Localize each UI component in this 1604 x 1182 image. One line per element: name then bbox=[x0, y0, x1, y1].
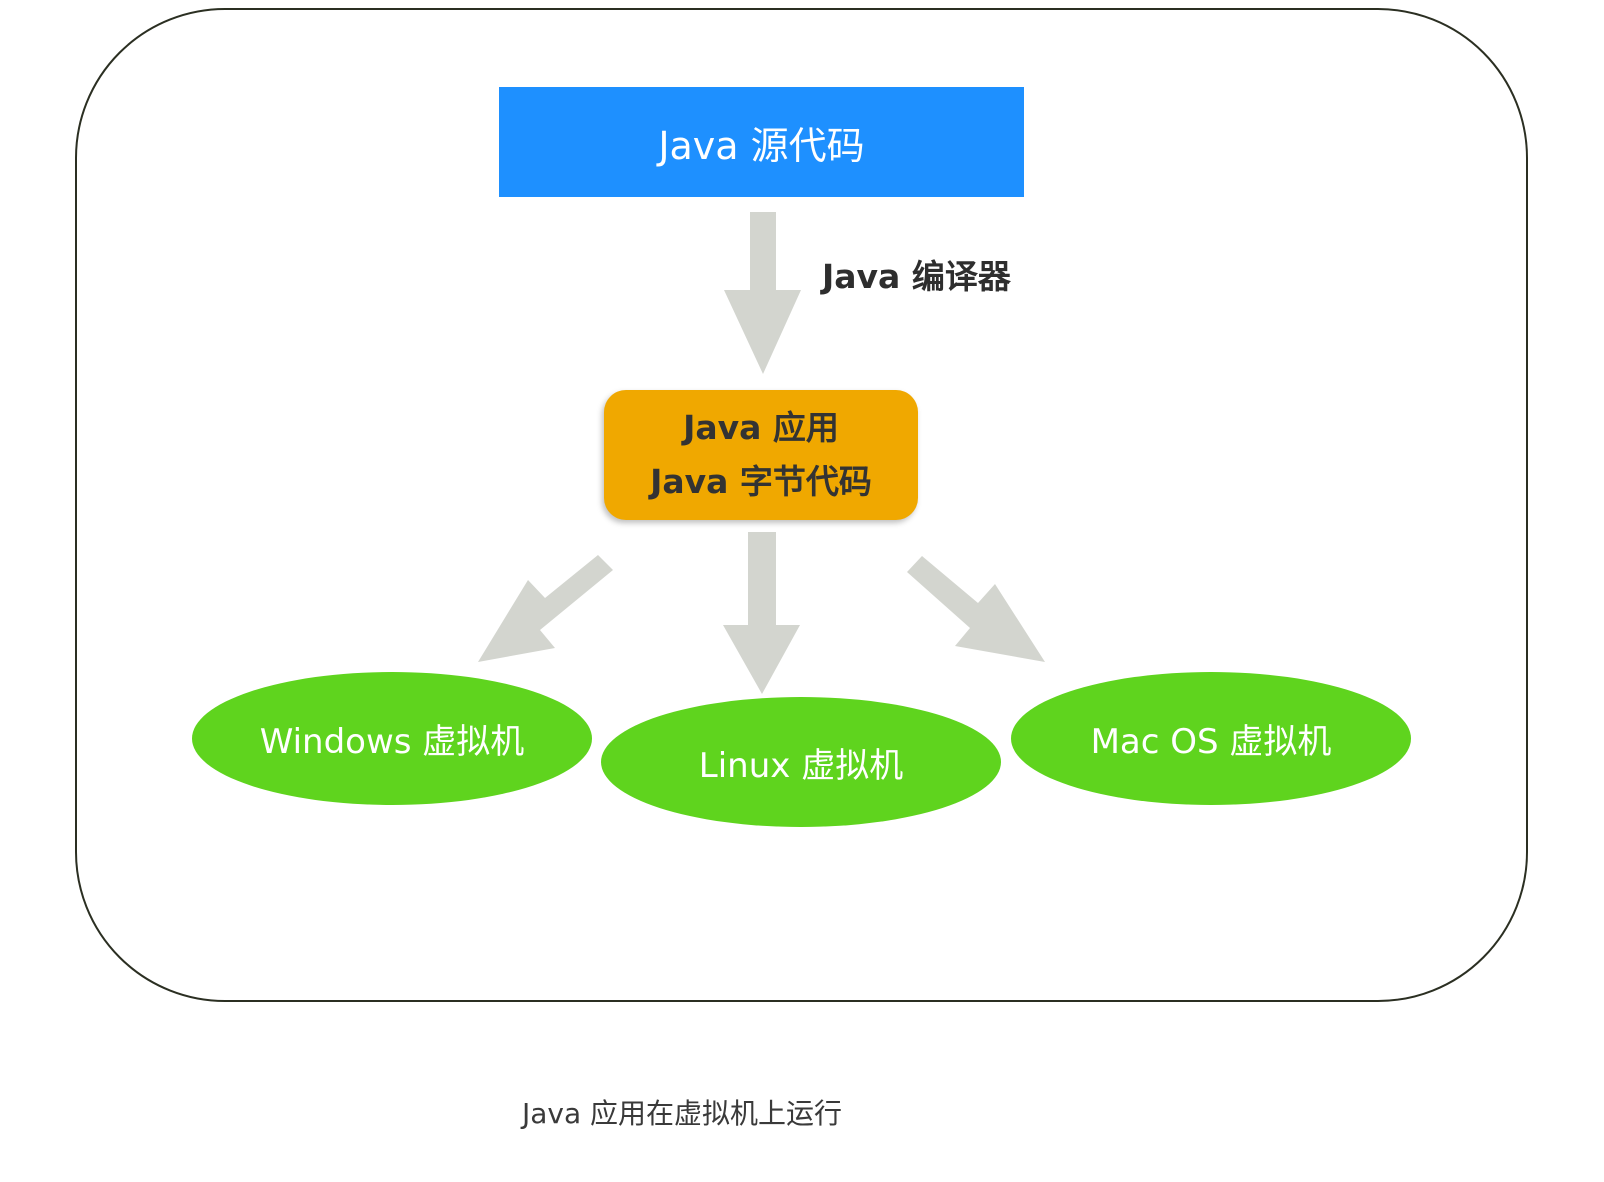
java-source-code-label: Java 源代码 bbox=[658, 123, 865, 168]
macos-vm-label: Mac OS 虚拟机 bbox=[1090, 722, 1332, 762]
java-compiler-label: Java 编译器 bbox=[822, 257, 1011, 296]
java-app-box: Java 应用 Java 字节代码 bbox=[604, 390, 918, 520]
figure-caption: Java 应用在虚拟机上运行 bbox=[522, 1097, 843, 1130]
linux-vm-label: Linux 虚拟机 bbox=[698, 745, 904, 786]
windows-vm-node: Windows 虚拟机 bbox=[192, 672, 592, 805]
macos-vm-node: Mac OS 虚拟机 bbox=[1011, 672, 1411, 805]
arrow-to-macos bbox=[907, 556, 1045, 662]
java-source-code-box: Java 源代码 bbox=[499, 87, 1024, 197]
arrow-to-linux bbox=[723, 532, 800, 694]
java-app-label: Java 应用 bbox=[683, 408, 839, 447]
arrow-compile bbox=[724, 212, 801, 374]
arrow-to-windows bbox=[478, 555, 613, 662]
java-bytecode-label: Java 字节代码 bbox=[650, 462, 872, 501]
linux-vm-node: Linux 虚拟机 bbox=[601, 697, 1001, 827]
windows-vm-label: Windows 虚拟机 bbox=[259, 722, 525, 762]
diagram-frame bbox=[75, 8, 1528, 1002]
